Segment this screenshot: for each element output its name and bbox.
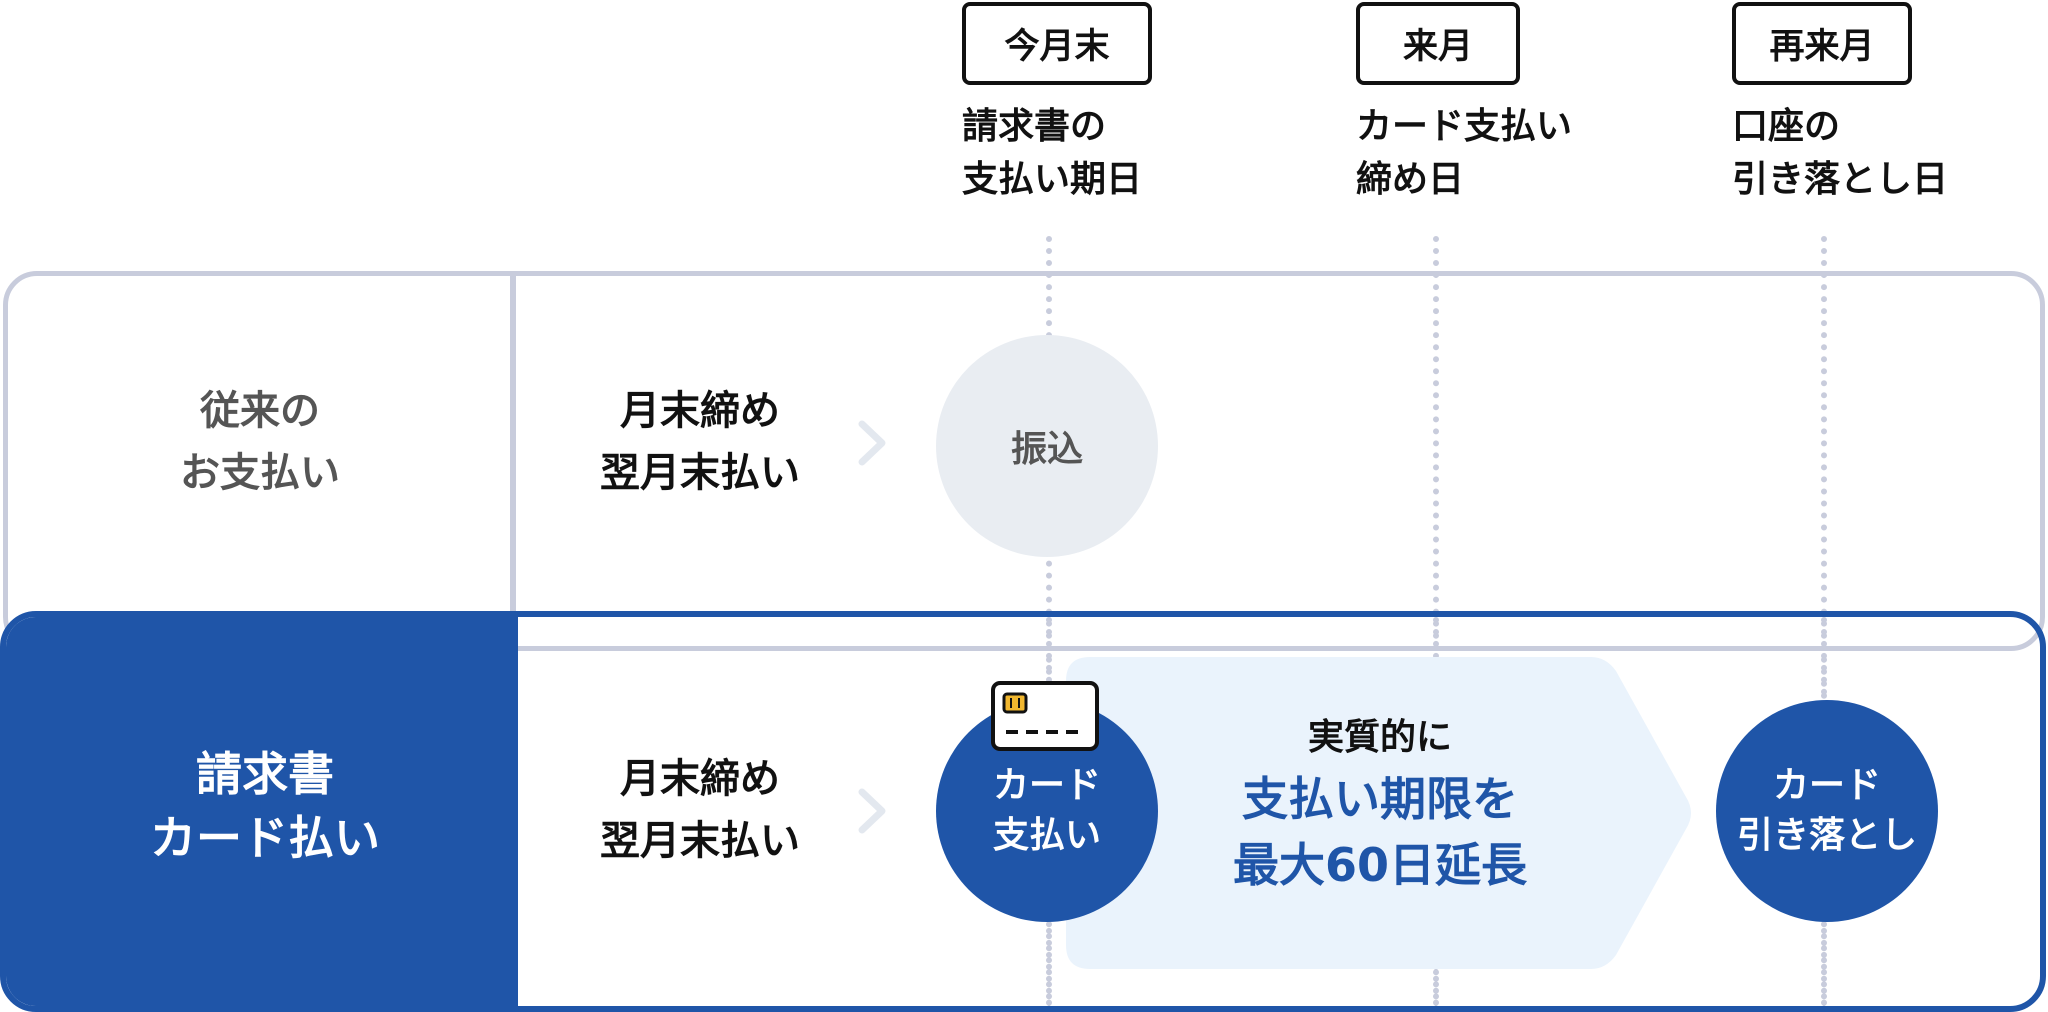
row-traditional-frame: [3, 271, 2045, 651]
row-traditional-divider: [510, 271, 516, 616]
period-badge-next-month: 来月: [1356, 2, 1520, 85]
row-card-frame: [0, 611, 2046, 1012]
row-title-card-line2: カード払い: [150, 811, 380, 865]
terms-card: 月末締め 翌月末払い: [570, 748, 830, 872]
terms-traditional: 月末締め 翌月末払い: [570, 380, 830, 504]
card-payment-circle: カード 支払い: [936, 700, 1158, 922]
card-payment-line2: 支払い: [992, 815, 1101, 856]
terms-traditional-line2: 翌月末払い: [600, 450, 800, 496]
card-debit-line1: カード: [1772, 765, 1881, 806]
terms-card-line2: 翌月末払い: [600, 818, 800, 864]
row-title-traditional: 従来の お支払い: [120, 380, 400, 504]
event-label-account-debit: 口座の 引き落とし日: [1732, 100, 1948, 206]
event-label-account-debit-line2: 引き落とし日: [1732, 159, 1949, 200]
row-title-card-line1: 請求書: [196, 747, 334, 801]
event-label-invoice-due: 請求書の 支払い期日: [962, 100, 1142, 206]
event-label-card-closing-line1: カード支払い: [1356, 106, 1573, 147]
credit-card-icon: [991, 681, 1099, 751]
extension-line2: 最大60日延長: [1232, 838, 1527, 892]
transfer-step-label: 振込: [1010, 429, 1083, 470]
transfer-step-circle: 振込: [936, 335, 1158, 557]
terms-traditional-line1: 月末締め: [620, 388, 780, 434]
period-badge-this-month-end: 今月末: [962, 2, 1152, 85]
event-label-account-debit-line1: 口座の: [1732, 106, 1841, 147]
card-debit-circle: カード 引き落とし: [1716, 700, 1938, 922]
extension-line1: 支払い期限を: [1242, 772, 1518, 826]
chevron-right-icon: [858, 788, 886, 834]
row-title-traditional-line1: 従来の: [200, 388, 320, 434]
extension-text: 実質的に 支払い期限を 最大60日延長: [1160, 710, 1600, 898]
card-payment-line1: カード: [992, 765, 1101, 806]
chevron-right-icon: [858, 420, 886, 466]
event-label-invoice-due-line1: 請求書の: [962, 106, 1107, 147]
row-title-traditional-line2: お支払い: [180, 450, 340, 496]
terms-card-line1: 月末締め: [620, 756, 780, 802]
event-label-card-closing-line2: 締め日: [1356, 159, 1465, 200]
extension-arrow-band: [1066, 657, 1691, 969]
period-badge-month-after-next: 再来月: [1732, 2, 1912, 85]
row-card-title-panel: [6, 617, 518, 1006]
extension-lead: 実質的に: [1307, 717, 1452, 758]
row-title-card: 請求書 カード払い: [100, 742, 430, 870]
card-debit-line2: 引き落とし: [1736, 815, 1917, 856]
event-label-invoice-due-line2: 支払い期日: [962, 159, 1143, 200]
event-label-card-closing: カード支払い 締め日: [1356, 100, 1572, 206]
